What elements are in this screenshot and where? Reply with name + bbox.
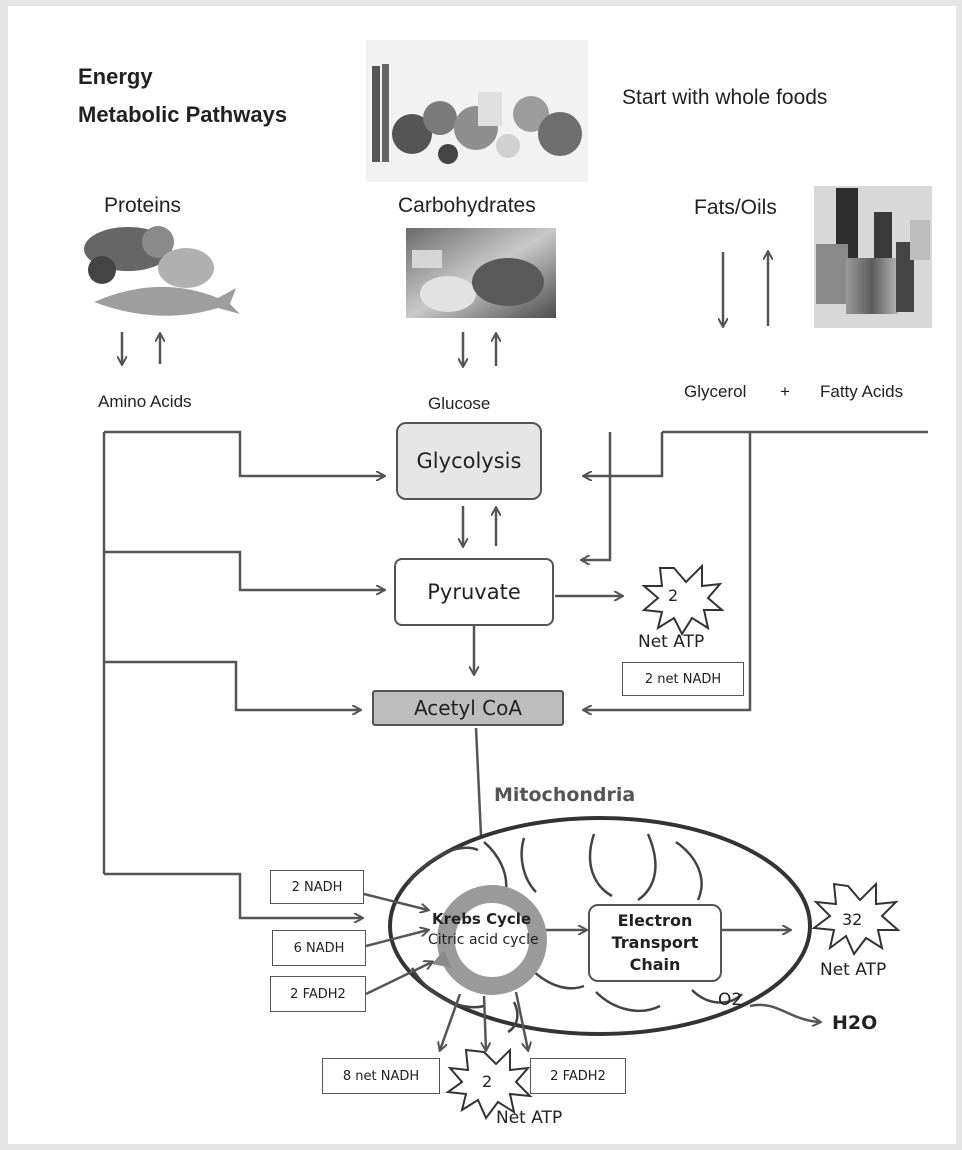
input-6-nadh-box: 6 NADH — [272, 930, 366, 966]
etc-atp-count: 32 — [842, 910, 863, 929]
glucose-label: Glucose — [428, 394, 491, 413]
fadh2-arrow — [365, 962, 432, 996]
krebs-to-fadh2-arrow — [514, 991, 528, 1050]
pyruvate-label: Pyruvate — [427, 580, 521, 604]
nadh2-arrow — [363, 892, 428, 910]
fat-lines — [582, 430, 928, 710]
krebs-atp-count: 2 — [482, 1072, 493, 1091]
glycolysis-nadh-box: 2 net NADH — [622, 662, 744, 696]
input-2-fadh2-label: 2 FADH2 — [290, 986, 346, 1002]
krebs-atp-label: Net ATP — [496, 1108, 563, 1128]
krebs-cycle-ring — [437, 885, 547, 995]
diagram-page: Energy Metabolic Pathways Start with who… — [8, 6, 956, 1144]
amino-acids-label: Amino Acids — [98, 392, 192, 411]
etc-atp-label: Net ATP — [820, 960, 887, 980]
mitochondria-label: Mitochondria — [494, 784, 636, 806]
acetyl-coa-box: Acetyl CoA — [372, 690, 564, 726]
etc-atp-burst — [811, 881, 901, 956]
glycerol-label: Glycerol — [684, 382, 747, 401]
input-6-nadh-label: 6 NADH — [293, 940, 345, 956]
glycolysis-atp-label: Net ATP — [638, 632, 705, 652]
glycolysis-atp-burst — [641, 563, 725, 637]
plus-sign: + — [780, 382, 790, 401]
output-fadh2-box: 2 FADH2 — [530, 1058, 626, 1094]
krebs-atp-burst — [445, 1047, 533, 1120]
fats-oils-image — [814, 186, 932, 328]
electron-transport-chain-box: Electron Transport Chain — [588, 904, 722, 982]
glycolysis-atp-count: 2 — [668, 586, 679, 605]
input-2-nadh-label: 2 NADH — [291, 879, 343, 895]
acetyl-coa-label: Acetyl CoA — [413, 696, 523, 720]
etc-label-line-2: Transport — [611, 933, 699, 952]
input-2-nadh-box: 2 NADH — [270, 870, 364, 904]
citric-acid-cycle-label: Citric acid cycle — [428, 932, 539, 948]
fatty-acids-label: Fatty Acids — [820, 382, 904, 401]
output-net-nadh-box: 8 net NADH — [322, 1058, 440, 1094]
carbohydrates-image — [406, 228, 556, 318]
carbohydrates-label: Carbohydrates — [398, 194, 536, 217]
glycolysis-box: Glycolysis — [396, 422, 542, 500]
input-2-fadh2-box: 2 FADH2 — [270, 976, 366, 1012]
output-net-nadh-label: 8 net NADH — [342, 1068, 420, 1084]
etc-label-line-3: Chain — [629, 955, 681, 974]
title-line-1: Energy — [78, 64, 153, 89]
whole-foods-image — [366, 40, 588, 182]
pyruvate-box: Pyruvate — [394, 558, 554, 626]
krebs-to-nadh-arrow — [440, 993, 462, 1050]
krebs-to-atp-arrow — [484, 995, 486, 1050]
o2-label: O2 — [718, 990, 743, 1010]
proteins-image — [84, 226, 240, 316]
o2-to-h2o-arrow — [749, 1003, 820, 1022]
h2o-label: H2O — [832, 1012, 878, 1034]
krebs-cycle-label: Krebs Cycle — [432, 910, 532, 928]
glycolysis-label: Glycolysis — [416, 449, 522, 473]
title-line-2: Metabolic Pathways — [78, 102, 288, 127]
etc-label-line-1: Electron — [617, 911, 693, 930]
output-fadh2-label: 2 FADH2 — [550, 1068, 606, 1084]
whole-foods-label: Start with whole foods — [622, 86, 828, 109]
proteins-label: Proteins — [104, 194, 182, 217]
fats-oils-label: Fats/Oils — [694, 196, 777, 219]
nadh6-arrow — [365, 930, 428, 948]
glycolysis-nadh-label: 2 net NADH — [644, 671, 722, 687]
amino-acid-lines — [102, 430, 384, 918]
